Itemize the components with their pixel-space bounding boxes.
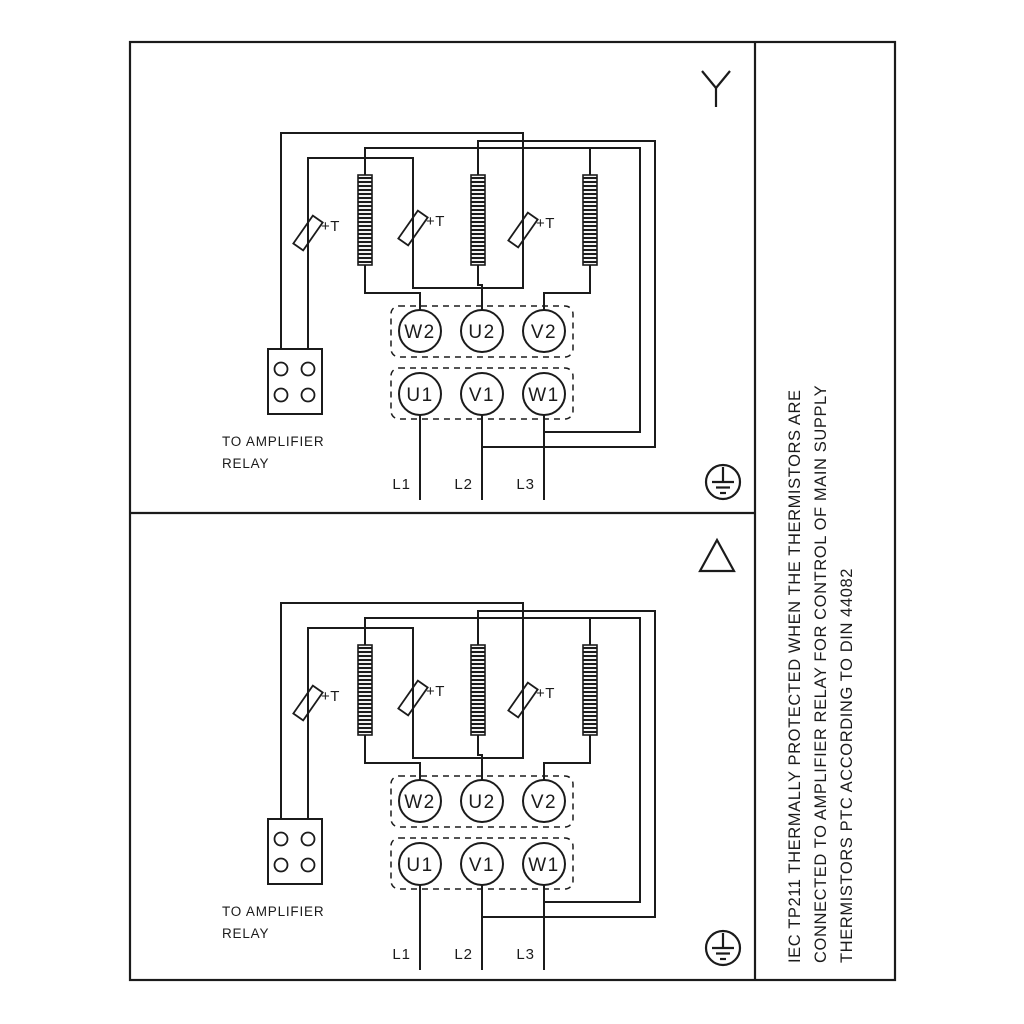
- terminal-w2: [398, 779, 442, 823]
- terminal-label-u2: U2: [468, 792, 495, 813]
- thermistor-1: +T: [292, 214, 340, 252]
- thermistor-3: +T: [507, 211, 555, 249]
- terminal-v2: [522, 779, 566, 823]
- terminal-label-v1: V1: [469, 385, 495, 406]
- lead-label-l1: L1: [392, 476, 411, 493]
- terminal-v1: [460, 372, 504, 416]
- relay-pin: [300, 857, 316, 873]
- terminal-u1: [398, 372, 442, 416]
- motor-winding-2: [470, 644, 486, 736]
- amplifier-relay-box: [267, 818, 323, 885]
- winding-bottom-wires: [364, 735, 591, 782]
- terminal-label-u1: U1: [406, 855, 433, 876]
- thermistor-3: +T: [507, 681, 555, 719]
- relay-pin: [273, 361, 289, 377]
- terminal-label-v1: V1: [469, 855, 495, 876]
- winding-bottom-wires: [364, 265, 591, 312]
- supply-lead-wires: [419, 883, 545, 970]
- relay-pin: [273, 831, 289, 847]
- lead-label-l2: L2: [454, 476, 473, 493]
- lead-label-l2: L2: [454, 946, 473, 963]
- relay-caption-line-2: RELAY: [222, 456, 269, 471]
- side-note-line-1: IEC TP211 THERMALLY PROTECTED WHEN THE T…: [786, 389, 804, 963]
- terminal-u2: [460, 779, 504, 823]
- relay-caption-line-1: TO AMPLIFIER: [222, 434, 324, 449]
- thermistor-label: +T: [536, 685, 555, 702]
- thermistor-2: +T: [397, 209, 445, 247]
- side-note-line-3: THERMISTORS PTC ACCORDING TO DIN 44082: [838, 568, 856, 963]
- relay-caption-line-1: TO AMPLIFIER: [222, 904, 324, 919]
- thermistor-label: +T: [536, 215, 555, 232]
- motor-winding-1: [357, 644, 373, 736]
- terminal-strip-bottom: [390, 837, 574, 890]
- winding-top-wires: [364, 140, 656, 448]
- terminal-v1: [460, 842, 504, 886]
- side-note: IEC TP211 THERMALLY PROTECTED WHEN THE T…: [786, 385, 856, 963]
- thermistor-label: +T: [426, 213, 445, 230]
- terminal-strip-bottom: [390, 367, 574, 420]
- relay-pin: [273, 387, 289, 403]
- supply-lead-wires: [419, 413, 545, 500]
- star-connection-icon: [701, 70, 731, 107]
- terminal-u1: [398, 842, 442, 886]
- terminal-w2: [398, 309, 442, 353]
- terminal-label-u1: U1: [406, 385, 433, 406]
- terminal-label-w1: W1: [528, 855, 560, 876]
- thermistor-label: +T: [321, 218, 340, 235]
- thermistor-chain-wire: [280, 602, 524, 833]
- terminal-label-v2: V2: [531, 792, 557, 813]
- motor-winding-3: [582, 644, 598, 736]
- motor-winding-3: [582, 174, 598, 266]
- thermistor-chain-wire: [280, 132, 524, 363]
- thermistor-label: +T: [321, 688, 340, 705]
- relay-pin: [300, 387, 316, 403]
- relay-pin: [273, 857, 289, 873]
- motor-winding-2: [470, 174, 486, 266]
- terminal-strip-top: [390, 305, 574, 358]
- amplifier-relay-box: [267, 348, 323, 415]
- terminal-label-u2: U2: [468, 322, 495, 343]
- delta-connection-icon: [698, 537, 736, 573]
- panel-star: +T +T +T TO AMPLIFIER RELAY W2 U2: [222, 70, 742, 501]
- motor-winding-1: [357, 174, 373, 266]
- winding-top-wires: [364, 610, 656, 918]
- lead-label-l1: L1: [392, 946, 411, 963]
- side-note-line-2: CONNECTED TO AMPLIFIER RELAY FOR CONTROL…: [812, 385, 830, 963]
- panel-delta: +T +T +T TO AMPLIFIER RELAY W2 U2 V2: [222, 537, 742, 970]
- earth-ground-icon: [704, 929, 742, 967]
- lead-label-l3: L3: [516, 476, 535, 493]
- terminal-label-w2: W2: [404, 322, 436, 343]
- relay-pin: [300, 361, 316, 377]
- thermistor-1: +T: [292, 684, 340, 722]
- relay-caption-line-2: RELAY: [222, 926, 269, 941]
- terminal-label-w2: W2: [404, 792, 436, 813]
- lead-label-l3: L3: [516, 946, 535, 963]
- terminal-w1: [522, 842, 566, 886]
- terminal-v2: [522, 309, 566, 353]
- thermistor-label: +T: [426, 683, 445, 700]
- relay-pin: [300, 831, 316, 847]
- terminal-strip-top: [390, 775, 574, 828]
- terminal-label-w1: W1: [528, 385, 560, 406]
- thermistor-2: +T: [397, 679, 445, 717]
- outer-border: [128, 40, 897, 982]
- earth-ground-icon: [704, 463, 742, 501]
- terminal-label-v2: V2: [531, 322, 557, 343]
- terminal-w1: [522, 372, 566, 416]
- terminal-u2: [460, 309, 504, 353]
